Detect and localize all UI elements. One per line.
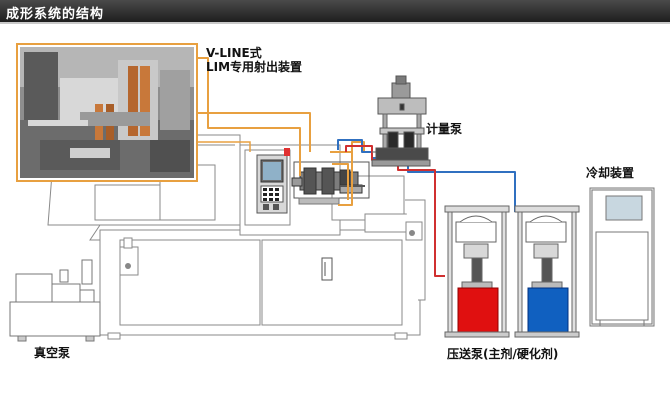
vacuum-pump-label: 真空泵 (34, 346, 71, 360)
metering-pump (371, 75, 431, 167)
feed-pump-main-agent (444, 205, 510, 338)
feed-pump-hardener (514, 205, 580, 338)
metering-pump-label: 计量泵 (426, 122, 463, 136)
signal-line (195, 57, 301, 176)
vline-injection-label: V-LINE式 LIM专用射出装置 (206, 46, 303, 74)
signal-line (198, 112, 311, 152)
vacuum-pump (9, 259, 101, 342)
inset-leader-lines (197, 141, 251, 152)
signal-line (332, 163, 349, 200)
cooling-unit-label: 冷却装置 (586, 166, 635, 180)
header-bar: 成形系统的结构 (0, 0, 670, 22)
molding-system-diagram (9, 43, 655, 342)
photo-inset-lim-injection-unit (16, 43, 198, 182)
page-title: 成形系统的结构 (6, 7, 105, 22)
injection-molding-machine (47, 134, 426, 340)
cooling-unit (589, 187, 655, 327)
control-panel[interactable] (256, 154, 288, 214)
header-rule (0, 22, 670, 24)
feed-pump-label: 压送泵(主剂/硬化剂) (447, 347, 559, 361)
